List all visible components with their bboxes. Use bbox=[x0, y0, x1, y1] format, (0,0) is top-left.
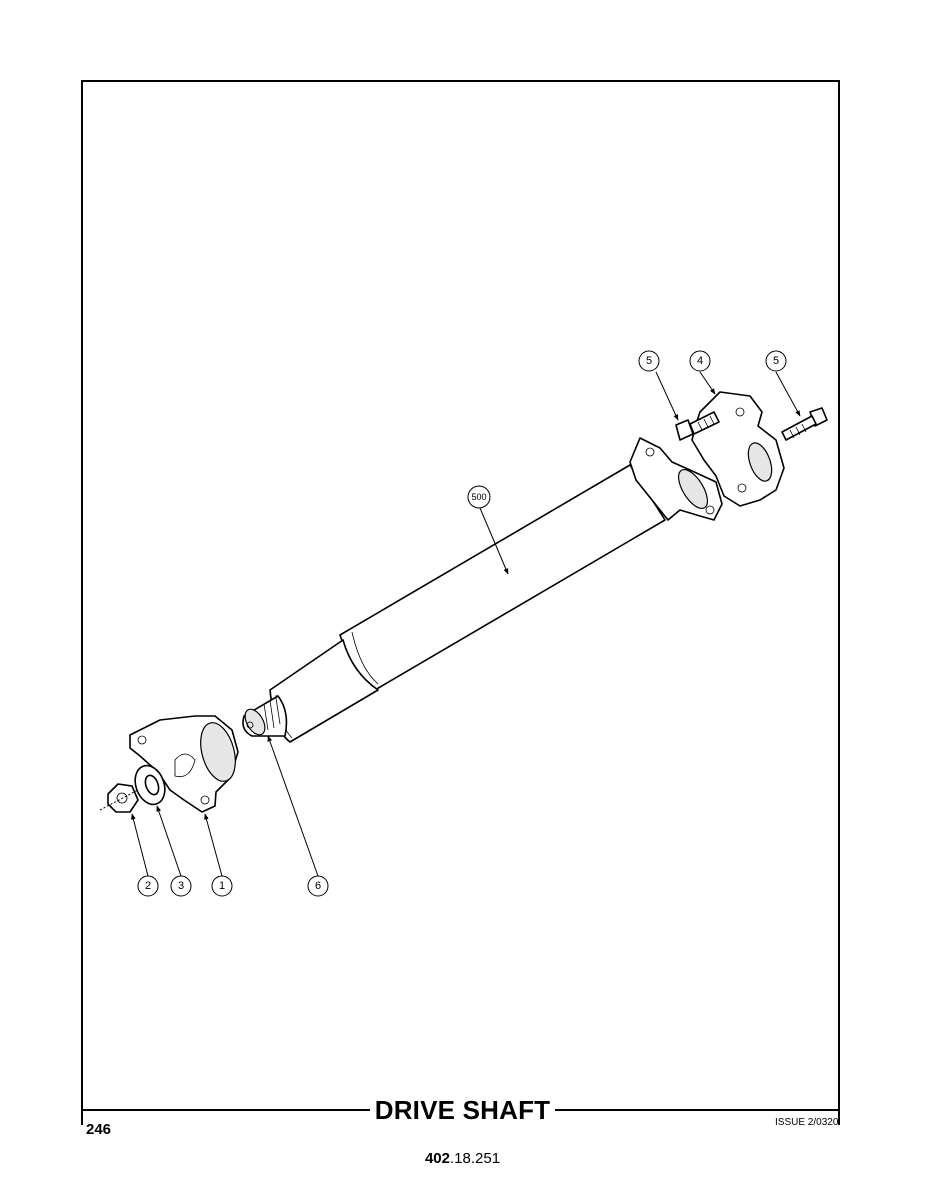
callout-5-right: 5 bbox=[765, 350, 787, 372]
svg-text:2: 2 bbox=[145, 880, 151, 892]
page-title: DRIVE SHAFT bbox=[374, 1095, 551, 1125]
spline-end bbox=[242, 695, 288, 737]
leader-1 bbox=[204, 813, 223, 877]
leader-2 bbox=[131, 813, 149, 877]
callout-3: 3 bbox=[170, 875, 192, 897]
callout-4: 4 bbox=[689, 350, 711, 372]
leader-5a bbox=[655, 371, 679, 421]
leader-500 bbox=[479, 507, 509, 575]
doc-ref-bold: 402 bbox=[424, 1150, 450, 1167]
drive-shaft-assembly bbox=[269, 437, 723, 743]
leader-5b bbox=[775, 371, 801, 417]
shaft-tube bbox=[339, 464, 666, 691]
svg-text:4: 4 bbox=[697, 355, 703, 367]
callout-2: 2 bbox=[137, 875, 159, 897]
svg-text:5: 5 bbox=[646, 355, 652, 367]
title-rule-left bbox=[83, 1109, 370, 1111]
svg-text:5: 5 bbox=[773, 355, 779, 367]
svg-text:3: 3 bbox=[178, 880, 184, 892]
washer bbox=[134, 764, 166, 806]
bolt-right bbox=[781, 407, 828, 441]
document-reference: 402.18.251 bbox=[0, 1150, 925, 1167]
callout-1: 1 bbox=[211, 875, 233, 897]
page-number: 246 bbox=[86, 1121, 112, 1138]
nut bbox=[99, 783, 139, 813]
issue-label: ISSUE 2/0320 bbox=[775, 1117, 839, 1128]
leader-3 bbox=[156, 805, 182, 877]
doc-ref-rest: .18.251 bbox=[449, 1150, 501, 1167]
leader-6 bbox=[267, 735, 319, 877]
svg-text:500: 500 bbox=[471, 492, 486, 502]
callout-500: 500 bbox=[467, 485, 491, 509]
callout-6: 6 bbox=[307, 875, 329, 897]
bolt-left bbox=[675, 411, 720, 441]
svg-text:1: 1 bbox=[219, 880, 225, 892]
svg-text:6: 6 bbox=[315, 880, 321, 892]
callout-5-left: 5 bbox=[638, 350, 660, 372]
illustration-frame bbox=[81, 80, 840, 1125]
flange-yoke bbox=[129, 715, 239, 813]
leader-4 bbox=[699, 371, 716, 395]
title-rule-right bbox=[555, 1109, 840, 1111]
